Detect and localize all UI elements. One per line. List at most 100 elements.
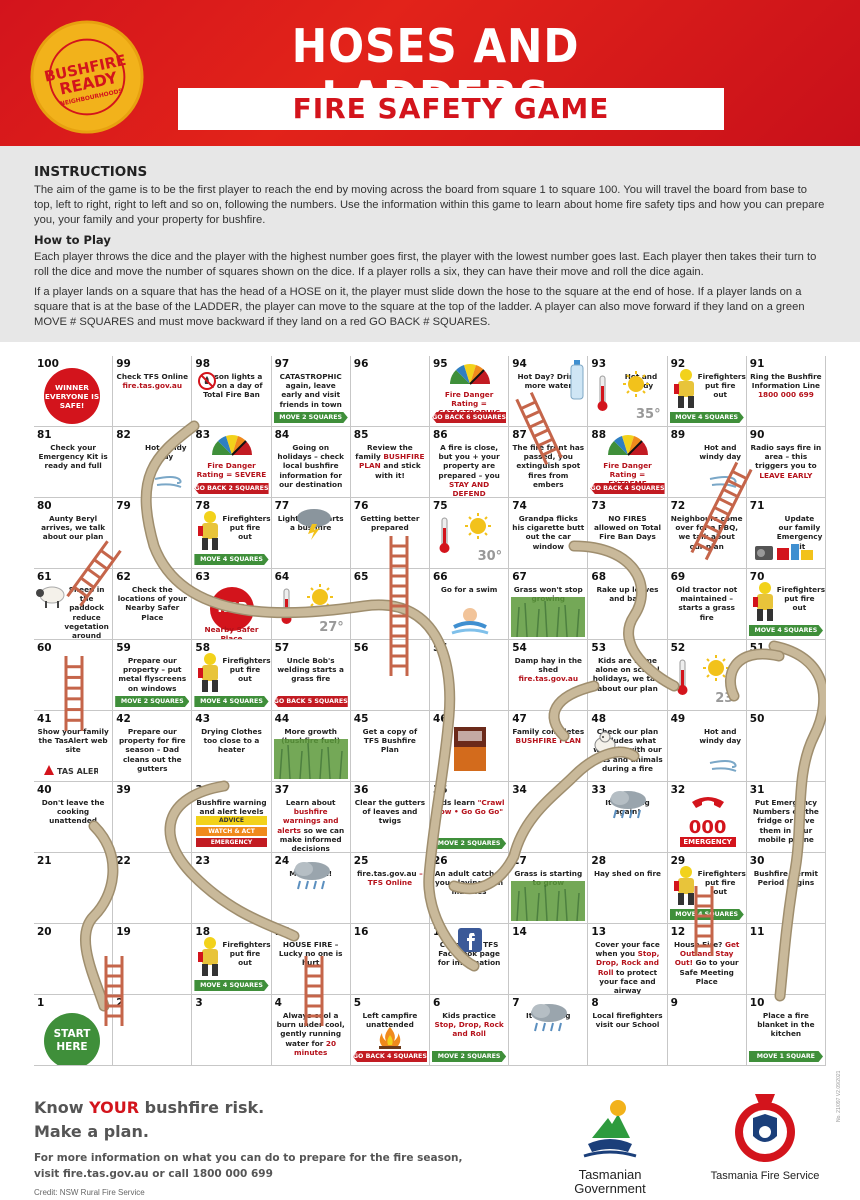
square-text: Old tractor not maintained – starts a gr… xyxy=(671,585,743,622)
square-number: 2 xyxy=(116,997,124,1009)
square-number: 6 xyxy=(433,997,441,1009)
fire-danger-rating-icon xyxy=(210,433,254,462)
square-number: 48 xyxy=(591,713,607,725)
know-post: bushfire risk. xyxy=(139,1098,265,1117)
square-text-highlight: STAY AND DEFEND xyxy=(448,479,490,498)
firefighter-icon xyxy=(196,652,224,701)
move-forward-tag: MOVE 2 SQUARES xyxy=(115,696,190,707)
square-number: 94 xyxy=(512,358,527,370)
no-fire-icon xyxy=(198,372,217,395)
square-text: The fire front has passed, you extinguis… xyxy=(512,443,584,489)
square-text-main: Bushfire warning and alert levels xyxy=(196,798,267,817)
facebook-icon xyxy=(458,928,482,957)
square-text-main: Neighbours come over for a BBQ, we talk … xyxy=(670,514,743,551)
square-text-main: CATASTROPHIC again, leave early and visi… xyxy=(279,372,342,409)
square-text-main: Kids practice xyxy=(442,1011,496,1020)
square-number: 65 xyxy=(353,571,369,583)
sheep-icon xyxy=(36,585,66,614)
square-number: 19 xyxy=(116,926,131,938)
board-square-46: 46 xyxy=(430,711,510,782)
board-square-96: 96 xyxy=(350,356,430,427)
board-square-14: 14 xyxy=(509,924,589,995)
square-text-main: Damp hay in the shed xyxy=(514,656,582,675)
tfs-crest-icon xyxy=(735,1094,795,1162)
square-number: 84 xyxy=(274,429,290,441)
square-text: Drying Clothes too close to a heater xyxy=(195,727,267,755)
square-text-main: The fire front has passed, you extinguis… xyxy=(512,443,585,489)
square-text: Check the locations of your Nearby Safer… xyxy=(116,585,188,622)
square-text-main: Show your family the TasAlert web site xyxy=(37,727,109,755)
square-text-main: Place a fire blanket in the kitchen xyxy=(757,1011,815,1039)
square-number: 12 xyxy=(670,926,686,938)
square-number: 81 xyxy=(37,429,52,441)
square-text: fire.tas.gov.au – TFS Online xyxy=(354,869,426,887)
square-number: 55 xyxy=(433,642,448,654)
square-number: 61 xyxy=(37,571,52,583)
square-text: Firefighters put fire out xyxy=(698,372,746,400)
square-text-main: Grandpa flicks his cigarette butt out th… xyxy=(512,514,585,551)
alert-level-2: EMERGENCY WARNING xyxy=(196,838,267,852)
go-back-tag: GO BACK 2 SQUARES xyxy=(194,483,269,494)
square-number: 74 xyxy=(512,500,527,512)
board-square-11: 11 xyxy=(746,924,826,995)
square-text-main: Left campfire unattended xyxy=(362,1011,418,1030)
square-text: Radio says fire in area – this triggers … xyxy=(750,443,822,480)
square-text: House Fire? Get Out and Stay Out! Go to … xyxy=(671,940,743,986)
go-back-tag: GO BACK 4 SQUARES xyxy=(590,483,665,494)
square-number: 32 xyxy=(670,784,686,796)
square-text-highlight: 20 minutes xyxy=(294,1038,337,1057)
square-number: 22 xyxy=(116,855,131,867)
move-forward-tag: MOVE 4 SQUARES xyxy=(194,980,269,991)
square-text-main: Family completes xyxy=(512,727,585,736)
square-number: 17 xyxy=(274,926,290,938)
square-number: 66 xyxy=(433,571,448,583)
square-text: Put Emergency Numbers on the fridge or s… xyxy=(750,798,822,844)
footer-info-line2: visit fire.tas.gov.au or call 1800 000 6… xyxy=(34,1168,273,1180)
temperature: 35° xyxy=(635,407,661,422)
sun-thermometer-icon xyxy=(674,654,734,705)
move-forward-tag: MOVE 4 SQUARES xyxy=(194,554,269,565)
board-square-51: 51 xyxy=(746,640,826,711)
square-text: Uncle Bob's welding starts a grass fire xyxy=(275,656,347,684)
square-text-main: Cover your face when you xyxy=(595,940,660,959)
square-text: Damp hay in the shed fire.tas.gov.au xyxy=(512,656,584,684)
square-text: Go for a swim xyxy=(433,585,505,594)
square-text: NO FIRES allowed on Total Fire Ban Days xyxy=(591,514,663,542)
square-number: 67 xyxy=(512,571,527,583)
square-number: 45 xyxy=(353,713,369,725)
how-to-play-dice: Each player throws the dice and the play… xyxy=(34,251,817,278)
square-number: 37 xyxy=(274,784,290,796)
board-square-39: 39 xyxy=(113,782,193,853)
square-text: Firefighters put fire out xyxy=(222,514,270,542)
square-number: 36 xyxy=(353,784,369,796)
square-text: Check your Emergency Kit is ready and fu… xyxy=(37,443,109,471)
square-number: 82 xyxy=(116,429,131,441)
square-text: Fire Danger Rating = SEVERE xyxy=(195,461,267,479)
square-number: 27 xyxy=(512,855,527,867)
square-text-highlight: fire.tas.gov.au xyxy=(122,381,183,391)
square-number: 15 xyxy=(433,926,448,938)
nsp-label: Nearby Safer Place xyxy=(204,625,259,640)
square-number: 80 xyxy=(37,500,52,512)
square-number: 100 xyxy=(37,358,59,370)
square-number: 75 xyxy=(433,500,448,512)
square-number: 31 xyxy=(749,784,765,796)
square-text: Going on holidays – check local bushfire… xyxy=(275,443,347,489)
square-number: 5 xyxy=(353,997,362,1009)
